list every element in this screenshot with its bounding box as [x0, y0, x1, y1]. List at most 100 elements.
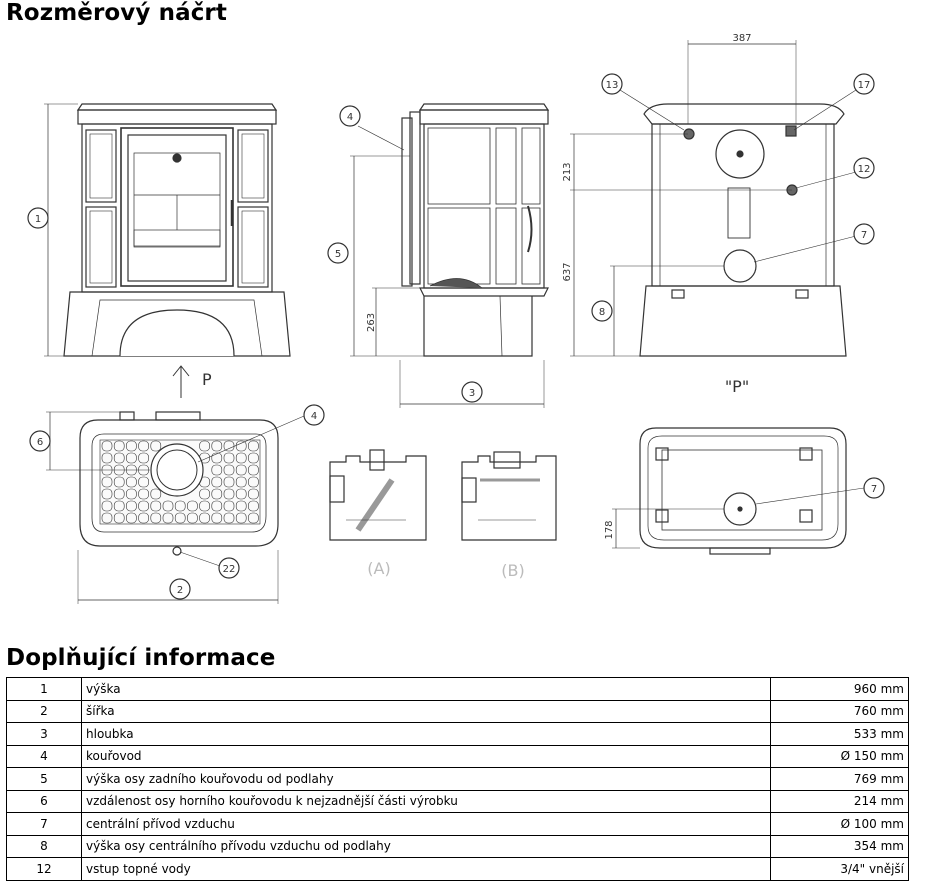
grille-cell [235, 440, 247, 452]
row-num: 12 [6, 857, 82, 881]
bottom-view: 178 [604, 427, 865, 555]
grille-cell [248, 512, 259, 524]
callout-17: 17 [853, 73, 875, 95]
grille-cell [150, 440, 162, 452]
view-direction-arrow: P [172, 365, 212, 398]
grille-cell [162, 512, 174, 524]
back-view: 387 213 637 "P" [562, 33, 857, 396]
grille-cell [211, 476, 223, 488]
grille-cell [223, 464, 235, 476]
grille-cell [248, 440, 259, 452]
row-desc: šířka [81, 699, 771, 723]
grille-cell [150, 500, 162, 512]
grille-cell [113, 452, 125, 464]
svg-text:4: 4 [347, 112, 353, 123]
grille-cell [126, 452, 137, 464]
grille-cell [199, 512, 210, 524]
row-num: 4 [6, 744, 82, 768]
grille-cell [138, 476, 149, 488]
grille-cell [223, 476, 235, 488]
grille-cell [126, 500, 137, 512]
grille-cell [126, 488, 137, 500]
grille-cell [138, 488, 149, 500]
svg-text:17: 17 [858, 80, 871, 91]
grille-cell [101, 476, 113, 488]
grille-cell [211, 512, 223, 524]
callout-13: 13 [601, 73, 623, 95]
grille-cell [211, 488, 223, 500]
grille-cell [113, 488, 125, 500]
grille-cell [113, 440, 125, 452]
grille-cell [248, 452, 259, 464]
grille-cell [235, 488, 247, 500]
row-desc: vzdálenost osy horního kouřovodu k nejza… [81, 789, 771, 813]
row-num: 8 [6, 834, 82, 858]
grille-cell [101, 500, 113, 512]
grille-cell [150, 512, 162, 524]
grille-cell [223, 512, 235, 524]
row-num: 1 [6, 677, 82, 701]
grille-cell [211, 464, 223, 476]
grille-cell [187, 512, 198, 524]
grille-cell [199, 500, 210, 512]
grille-cell [138, 440, 149, 452]
svg-text:7: 7 [871, 484, 877, 495]
grille-cell [223, 488, 235, 500]
grille-cell [211, 452, 223, 464]
callout-2: 2 [169, 578, 191, 600]
grille-cell [235, 500, 247, 512]
grille-cell [199, 488, 210, 500]
row-val: 354 mm [770, 834, 909, 858]
grille-cell [101, 440, 113, 452]
side-view: 263 [350, 103, 550, 408]
callout-6: 6 [29, 430, 51, 452]
row-num: 3 [6, 722, 82, 746]
grille-cell [235, 512, 247, 524]
svg-text:6: 6 [37, 437, 43, 448]
svg-text:(A): (A) [367, 559, 390, 578]
svg-text:"P": "P" [725, 377, 749, 396]
row-desc: vstup topné vody [81, 857, 771, 881]
row-val: 3/4" vnější [770, 857, 909, 881]
row-num: 2 [6, 699, 82, 723]
svg-text:637: 637 [562, 262, 573, 281]
grille-cell [223, 440, 235, 452]
grille-cell [113, 476, 125, 488]
row-val: 214 mm [770, 789, 909, 813]
drawing-section-title: Rozměrový náčrt [6, 0, 227, 26]
grille-cell [150, 488, 162, 500]
callout-7-bottom: 7 [863, 477, 885, 499]
svg-text:12: 12 [858, 164, 871, 175]
callout-12: 12 [853, 157, 875, 179]
variant-b: (B) [461, 451, 557, 580]
svg-text:(B): (B) [501, 561, 524, 580]
grille-cell [248, 476, 259, 488]
grille-cell [187, 500, 198, 512]
row-val: 960 mm [770, 677, 909, 701]
svg-text:13: 13 [606, 80, 619, 91]
variant-a: (A) [329, 449, 427, 578]
row-desc: výška osy zadního kouřovodu od podlahy [81, 767, 771, 791]
grille-cell [211, 500, 223, 512]
svg-text:263: 263 [366, 313, 377, 332]
callout-1: 1 [27, 207, 49, 229]
callout-7: 7 [853, 223, 875, 245]
svg-text:3: 3 [469, 388, 475, 399]
info-section-title: Doplňující informace [6, 645, 276, 671]
grille-cell [223, 452, 235, 464]
grille-cell [113, 500, 125, 512]
grille-cell [223, 500, 235, 512]
front-view [44, 103, 291, 357]
callout-5: 5 [327, 242, 349, 264]
row-val: Ø 150 mm [770, 744, 909, 768]
row-desc: kouřovod [81, 744, 771, 768]
grille-cell [174, 500, 186, 512]
svg-text:4: 4 [311, 411, 317, 422]
grille-cell [174, 512, 186, 524]
grille-cell [138, 452, 149, 464]
